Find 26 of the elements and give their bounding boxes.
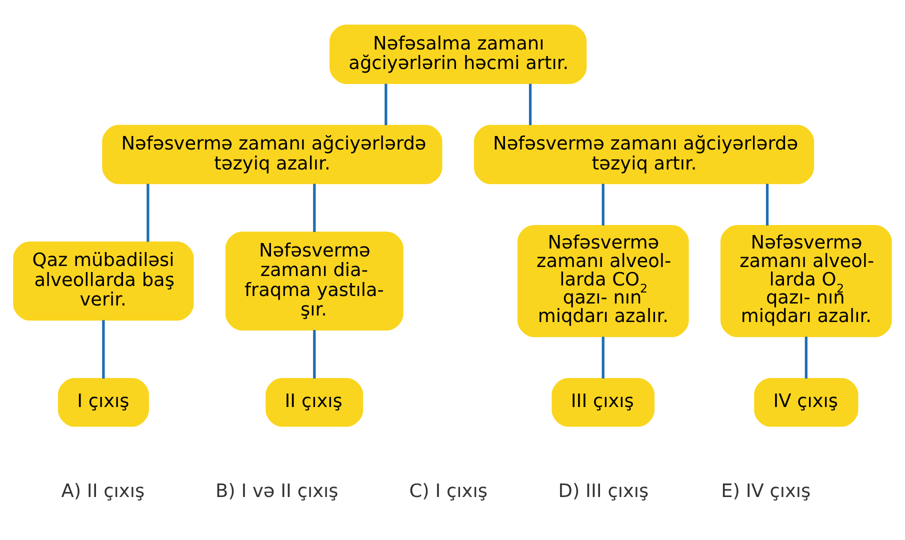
connector [528,83,532,125]
connector [602,336,604,378]
node-box: II çıxış [266,377,364,426]
node-box: Nəfəsvermə zamanı alveol- larda O$_{2}$ qazı- nın miqdarı azalır. [720,224,892,337]
label: C) I çıxış [409,480,488,502]
connector [102,320,105,378]
node-box: Nəfəsvermə zamanı ağciyərlərdə təzyiq artır. [474,124,814,184]
connector [384,83,388,125]
label: E) IV çıxış [721,480,811,502]
connector [766,183,769,225]
node-box: Nəfəsvermə zamanı alveol- larda CO$_{2}$ qazı- nın miqdarı azalır. [517,224,689,337]
node-box: Nəfəsvermə zamanı ağciyərlərdə təzyiq azalır. [102,124,442,184]
node-box: I çıxış [58,377,149,426]
connector [146,183,150,242]
node-box: Nəfəsvermə zamanı dia- fraqma yastıla- şır. [225,231,404,330]
node-box: III çıxış [552,377,655,426]
node-box: IV çıxış [754,377,858,426]
connector [804,336,808,378]
connector [602,183,604,225]
label: B) I və II çıxış [216,480,338,502]
label: D) III çıxış [558,480,649,502]
connector [313,330,316,378]
connector [313,183,316,232]
label: A) II çıxış [61,480,145,502]
node-box: Nəfəsalma zamanı ağciyərlərin həcmi artır. [330,24,587,84]
node-box: Qaz mübadiləsi alveollarda baş verir. [13,241,194,320]
